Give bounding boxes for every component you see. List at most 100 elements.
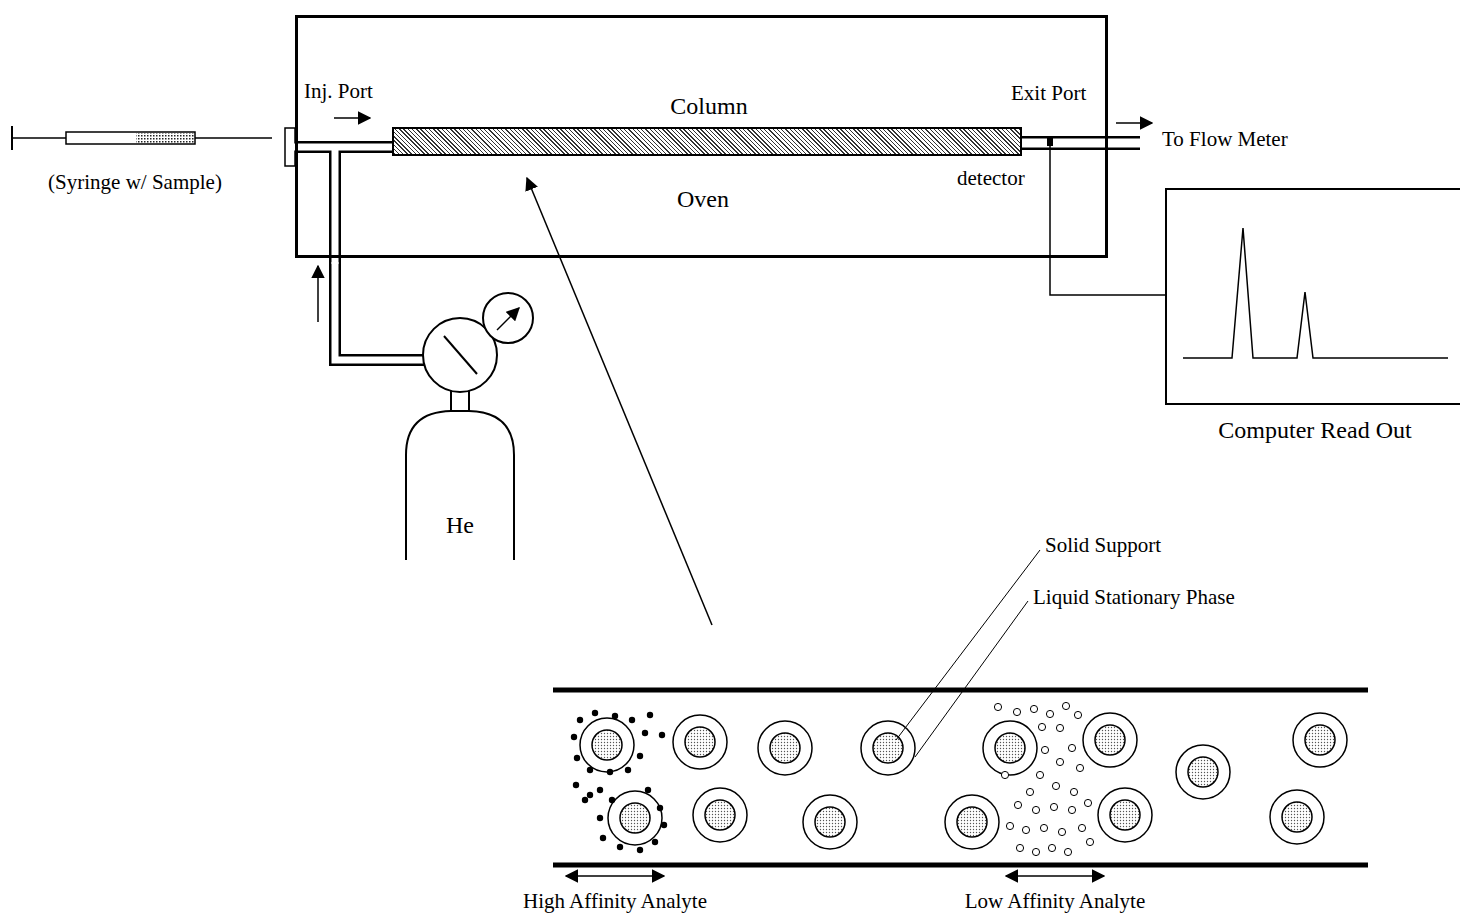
analyte-molecule <box>657 805 663 811</box>
analyte-molecule <box>1016 844 1023 851</box>
leader-line <box>896 550 1040 740</box>
flow-arrow <box>317 266 319 322</box>
analyte-molecule <box>1062 702 1069 709</box>
syringe-label: (Syringe w/ Sample) <box>48 170 222 194</box>
analyte-molecule <box>597 787 603 793</box>
analyte-molecule <box>1064 848 1071 855</box>
solid-support-bead <box>705 800 735 830</box>
syringe <box>12 126 272 150</box>
column-wall <box>553 688 1368 693</box>
analyte-molecule <box>617 844 623 850</box>
analyte-molecule <box>1078 824 1085 831</box>
analyte-molecule <box>571 734 577 740</box>
solid-support-bead <box>815 807 845 837</box>
analyte-molecule <box>1086 838 1093 845</box>
solid-support-bead <box>1305 725 1335 755</box>
column-wall <box>553 863 1368 868</box>
solid-support-bead <box>995 733 1025 763</box>
readout-label: Computer Read Out <box>1218 417 1411 445</box>
stationary-phase-ring <box>983 721 1037 775</box>
leader-line <box>915 601 1028 757</box>
solid-support-bead <box>957 807 987 837</box>
analyte-molecule <box>587 792 593 798</box>
analyte-label: Low Affinity Analyte <box>965 889 1145 913</box>
analyte-molecule <box>1032 848 1039 855</box>
gas-regulator <box>423 293 533 411</box>
analyte-molecule <box>1030 705 1037 712</box>
analyte-molecule <box>1040 824 1047 831</box>
analyte-molecule <box>1006 822 1013 829</box>
stationary-phase-ring <box>1083 713 1137 767</box>
stationary-phase-ring <box>580 718 634 772</box>
analyte-molecule <box>645 787 651 793</box>
solid-support-bead <box>1188 757 1218 787</box>
stationary-phase-ring <box>673 715 727 769</box>
stationary-phase-ring <box>803 795 857 849</box>
analyte-molecule <box>1041 746 1048 753</box>
cylinder-outline <box>406 411 514 560</box>
analyte-label: High Affinity Analyte <box>523 889 707 913</box>
analyte-molecule <box>612 713 618 719</box>
analyte-molecule <box>582 797 588 803</box>
part-label: Solid Support <box>1045 533 1161 557</box>
solid-support-bead <box>1095 725 1125 755</box>
analyte-molecule <box>574 755 580 761</box>
analyte-molecule <box>1056 724 1063 731</box>
analyte-molecule <box>1084 799 1091 806</box>
analyte-molecule <box>642 730 648 736</box>
zoom-pointer <box>527 178 712 625</box>
flow-arrow <box>1116 122 1152 124</box>
analyte-molecule <box>1052 782 1059 789</box>
inlet-tube <box>295 147 392 262</box>
part-label: Liquid Stationary Phase <box>1033 585 1235 609</box>
readout-box: Computer Read Out <box>1165 188 1460 405</box>
oven-label: Oven <box>677 186 729 214</box>
analyte-molecule <box>1026 788 1033 795</box>
solid-support-bead <box>1282 802 1312 832</box>
analyte-molecule <box>1074 711 1081 718</box>
analyte-molecule <box>994 703 1001 710</box>
analyte-molecule <box>1058 828 1065 835</box>
analyte-molecule <box>1013 708 1020 715</box>
column-label: Column <box>670 93 747 121</box>
analyte-molecule <box>652 839 658 845</box>
stationary-phase-ring <box>1293 713 1347 767</box>
solid-support-bead <box>685 727 715 757</box>
stationary-phase-ring <box>693 788 747 842</box>
analyte-molecule <box>1046 710 1053 717</box>
analyte-molecule <box>597 815 603 821</box>
analyte-molecule <box>637 753 643 759</box>
analyte-molecule <box>1048 844 1055 851</box>
stationary-phase-ring <box>608 791 662 845</box>
analyte-molecule <box>625 767 631 773</box>
port-label: Inj. Port <box>304 79 373 103</box>
analyte-molecule <box>1022 826 1029 833</box>
stationary-phase-ring <box>861 721 915 775</box>
analyte-molecule <box>629 717 635 723</box>
analyte-molecule <box>1068 744 1075 751</box>
analyte-molecule <box>1068 806 1075 813</box>
solid-support-bead <box>620 803 650 833</box>
cylinder-label: He <box>446 512 474 540</box>
analyte-molecule <box>600 835 606 841</box>
analyte-molecule <box>1070 788 1077 795</box>
analyte-molecule <box>1036 771 1043 778</box>
analyte-molecule <box>577 717 583 723</box>
analyte-molecule <box>573 782 579 788</box>
solid-support-bead <box>770 733 800 763</box>
analyte-molecule <box>1038 723 1045 730</box>
stationary-phase-ring <box>758 721 812 775</box>
stationary-phase-ring <box>945 795 999 849</box>
span-arrow <box>1006 875 1104 877</box>
analyte-molecule <box>647 712 653 718</box>
analyte-molecule <box>1001 771 1008 778</box>
outlet-label: To Flow Meter <box>1162 127 1288 151</box>
column-bar: Column <box>392 127 1022 156</box>
stationary-phase-ring <box>1270 790 1324 844</box>
stationary-phase-ring <box>1176 745 1230 799</box>
analyte-molecule <box>1032 806 1039 813</box>
analyte-molecule <box>607 769 613 775</box>
detector-symbol <box>1047 138 1053 146</box>
analyte-molecule <box>637 847 643 853</box>
inlet-tube-bore <box>293 147 394 264</box>
